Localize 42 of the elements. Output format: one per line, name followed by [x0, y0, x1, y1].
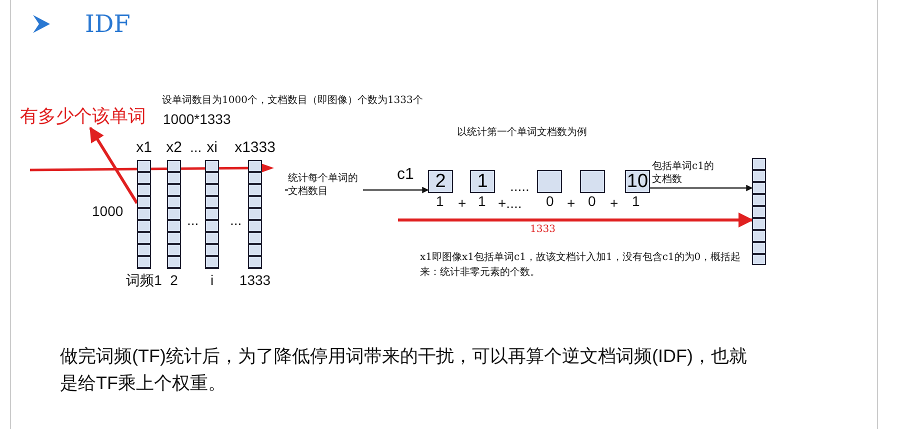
ellipsis: ...: [190, 139, 202, 155]
note-text: 以统计第一个单词文档数为例: [457, 126, 587, 139]
dimension-text: 1000*1333: [163, 111, 231, 127]
dimension-text: 1000: [92, 203, 124, 219]
note-text: 设单词数目为1000个，文档数目（即图像）个数为1333个: [162, 94, 423, 107]
edge-label: 统计每个单词的文档数目: [288, 172, 363, 198]
column-index: 词频1: [126, 272, 162, 290]
slide-title: IDF: [85, 10, 130, 38]
plus-sign: +: [567, 195, 576, 211]
count-value: 1: [632, 193, 640, 209]
count-box: 10: [625, 170, 650, 193]
ellipsis: ...: [187, 212, 199, 228]
count-value: 0: [546, 193, 554, 209]
caption-text: 做完词频(TF)统计后，为了降低停用词带来的干扰，可以再算个逆文档词频(IDF)，也就是给TF乘上个权重。: [60, 345, 748, 395]
note-text: x1即图像x1包括单词c1，故该文档计入加1，没有包含c1的为0，概括起来：统计非零元素的个数。: [420, 250, 742, 280]
edge-label: 1333: [530, 224, 556, 235]
plus-sign: +: [458, 195, 466, 211]
column-index: i: [210, 272, 214, 288]
ellipsis: ...: [230, 212, 242, 228]
arrow: [650, 184, 753, 192]
column-index: 2: [170, 272, 178, 288]
count-box: [537, 170, 562, 193]
vector-column: [752, 158, 766, 265]
column-label: x2: [166, 139, 182, 156]
column-label: x1333: [234, 139, 276, 156]
column-label: xi: [206, 139, 218, 156]
arrow: [398, 212, 754, 228]
column-index: 1333: [239, 272, 271, 288]
annotation-text: 有多少个该单词: [20, 104, 146, 128]
edge-label: 包括单词c1的文档数: [652, 160, 714, 186]
count-value: 1: [478, 193, 486, 209]
column-label: x1: [136, 139, 152, 156]
count-value: 0: [588, 193, 596, 209]
count-box: 2: [428, 170, 453, 193]
count-box: 1: [470, 170, 495, 193]
arrow: [89, 126, 138, 204]
ellipsis: .....: [510, 178, 530, 194]
plus-sign: +: [610, 195, 618, 211]
row-label: c1: [397, 166, 414, 184]
count-box: [580, 170, 605, 193]
plus-sign: +....: [498, 195, 522, 211]
count-value: 1: [436, 193, 444, 209]
